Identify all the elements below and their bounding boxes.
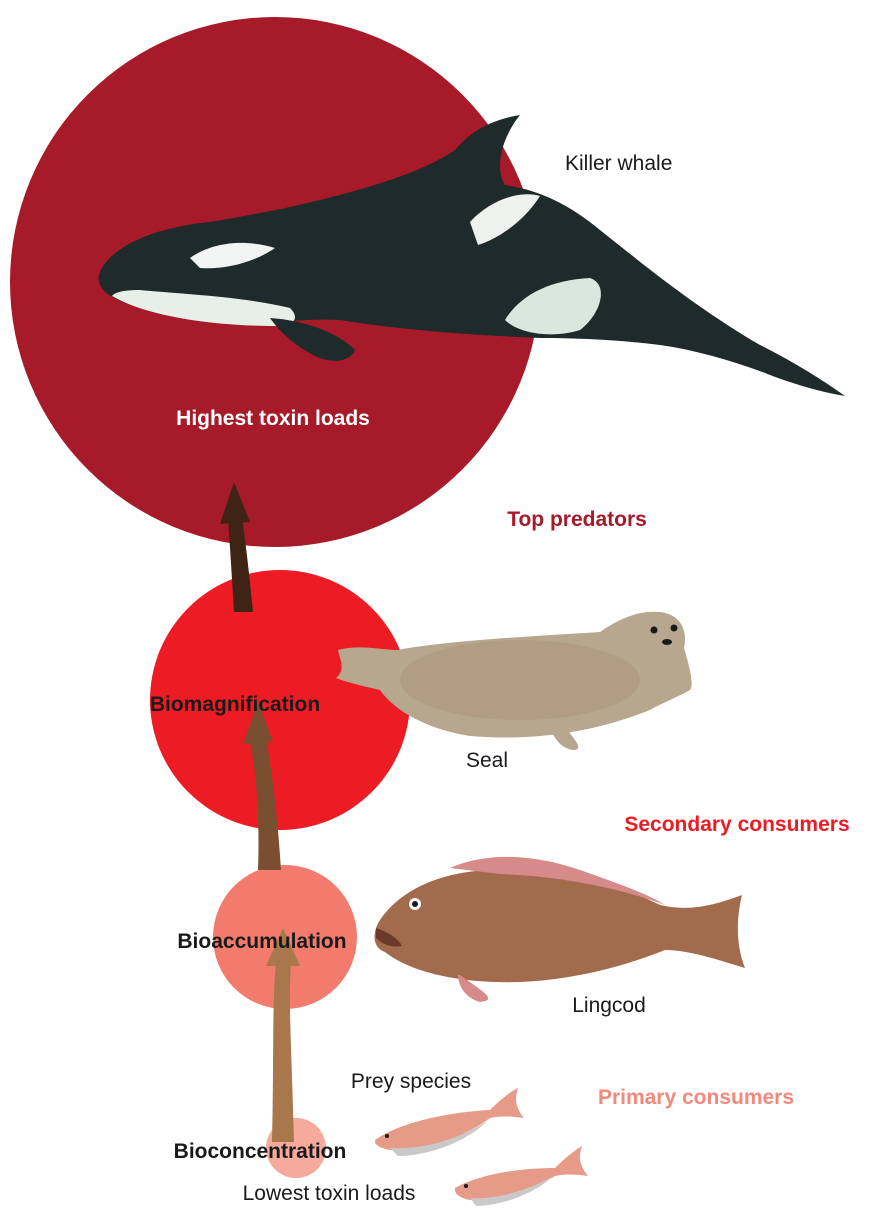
prey-species-label: Prey species xyxy=(351,1070,471,1093)
highest-toxin-loads-label: Highest toxin loads xyxy=(176,407,370,430)
lingcod-illustration xyxy=(375,857,745,1002)
biomagnification-label: Biomagnification xyxy=(150,693,320,716)
seal-label: Seal xyxy=(466,749,508,772)
bioaccumulation-label: Bioaccumulation xyxy=(177,930,346,953)
primary-consumers-label: Primary consumers xyxy=(598,1086,794,1109)
lingcod-label: Lingcod xyxy=(572,994,646,1017)
lowest-toxin-loads-label: Lowest toxin loads xyxy=(243,1182,416,1205)
bioconcentration-label: Bioconcentration xyxy=(174,1140,347,1163)
top-predators-label: Top predators xyxy=(507,508,647,531)
secondary-consumers-label: Secondary consumers xyxy=(624,813,849,836)
bioconcentration-arrow xyxy=(266,928,300,1142)
killer-whale-label: Killer whale xyxy=(565,152,672,175)
